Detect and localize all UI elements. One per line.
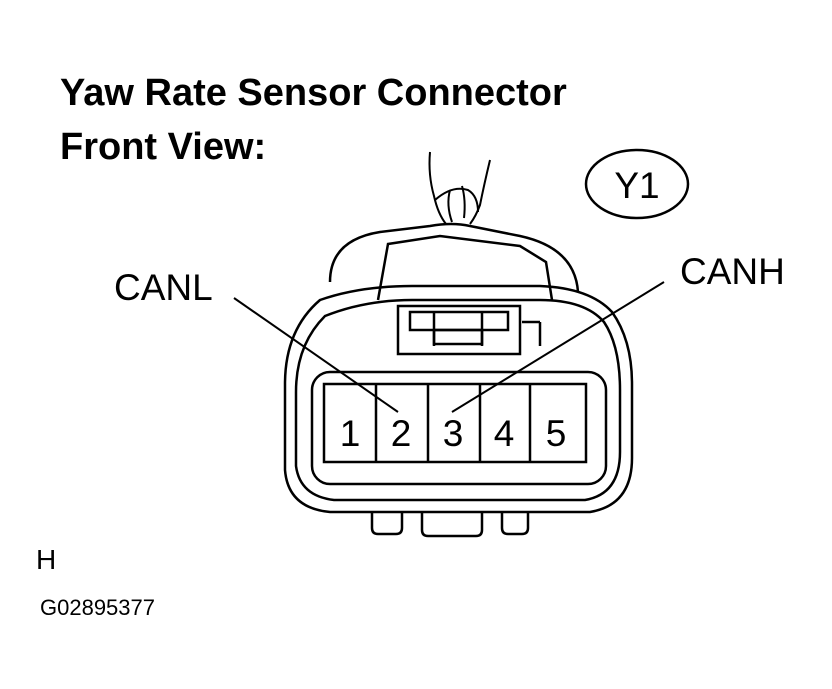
connector-code-badge: Y1	[584, 148, 690, 220]
pin-1-label: 1	[340, 413, 361, 454]
diagram-subtitle: Front View:	[60, 126, 267, 168]
pin-5-label: 5	[546, 413, 567, 454]
connector-feet	[370, 512, 530, 538]
canh-leader-line	[451, 281, 665, 413]
wire-harness	[428, 151, 491, 225]
connector-code-ellipse	[584, 148, 690, 220]
figure-id: G02895377	[40, 595, 155, 620]
canl-label: CANL	[114, 267, 213, 308]
locking-latch	[396, 304, 542, 356]
pin-2-label: 2	[391, 413, 412, 454]
connector-code-label: Y1	[614, 165, 659, 206]
connector-housing	[283, 222, 634, 514]
pin-4-label: 4	[494, 413, 515, 454]
orientation-mark: H	[36, 544, 57, 575]
pin-3-label: 3	[443, 413, 464, 454]
diagram-title: Yaw Rate Sensor Connector	[60, 72, 567, 114]
canl-leader-line	[233, 297, 399, 413]
canh-label: CANH	[680, 251, 785, 292]
